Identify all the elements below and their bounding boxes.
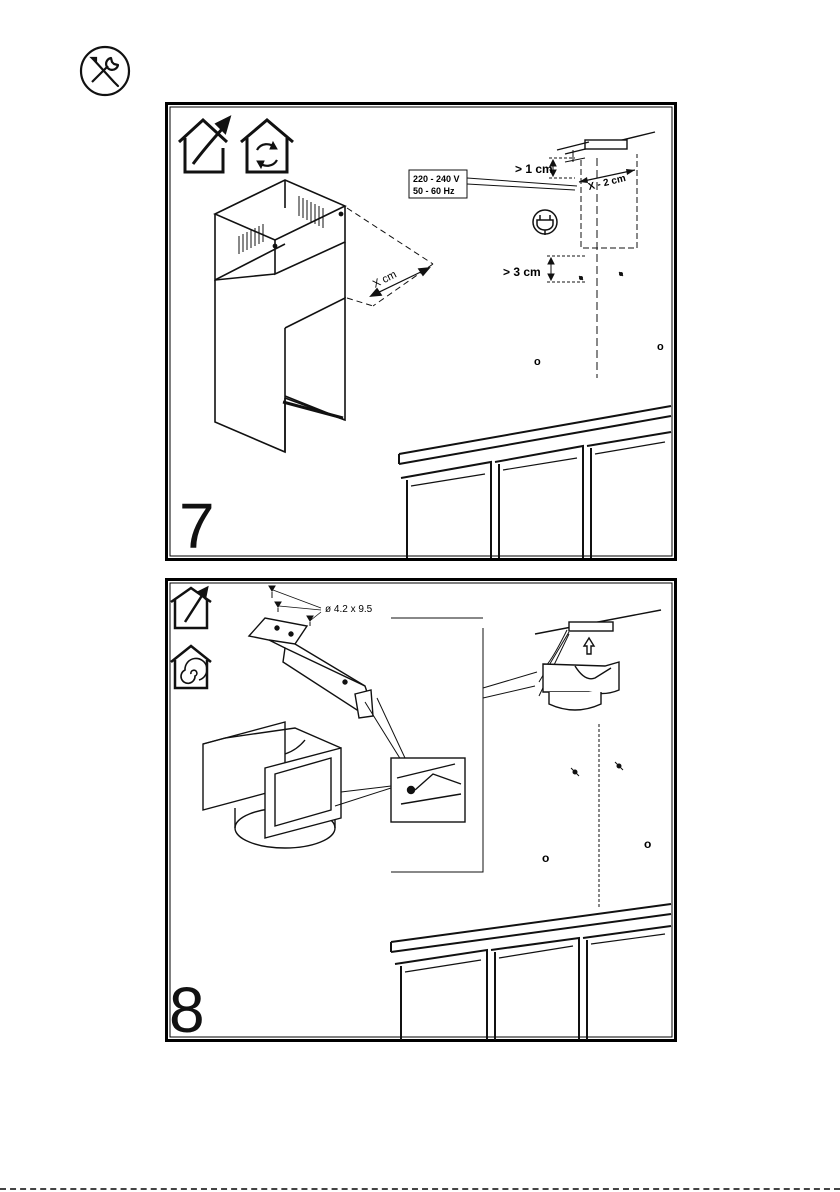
- step-7-panel: X cm > 1 cm 220 - 240 V 50 - 60 Hz X - 2…: [165, 102, 677, 561]
- drill-mark-left: o: [542, 851, 549, 865]
- top-clearance-label: > 1 cm: [515, 162, 553, 176]
- screw-spec-label: ø 4.2 x 9.5: [325, 604, 373, 615]
- step-8-panel: ø 4.2 x 9.5: [165, 578, 677, 1042]
- voltage-label: 220 - 240 V: [413, 174, 460, 184]
- drill-mark-left: o: [534, 356, 541, 368]
- detail-inset-drawing: [391, 758, 465, 822]
- frequency-label: 50 - 60 Hz: [413, 186, 455, 196]
- page-bottom-border: [0, 1188, 840, 1190]
- tools-icon: [78, 44, 132, 98]
- step-number-8: 8: [169, 974, 205, 1042]
- bottom-clearance-label: > 3 cm: [503, 265, 541, 279]
- drill-mark-right: o: [644, 837, 651, 851]
- step-number-7: 7: [179, 490, 215, 561]
- drill-mark-right: o: [657, 341, 664, 353]
